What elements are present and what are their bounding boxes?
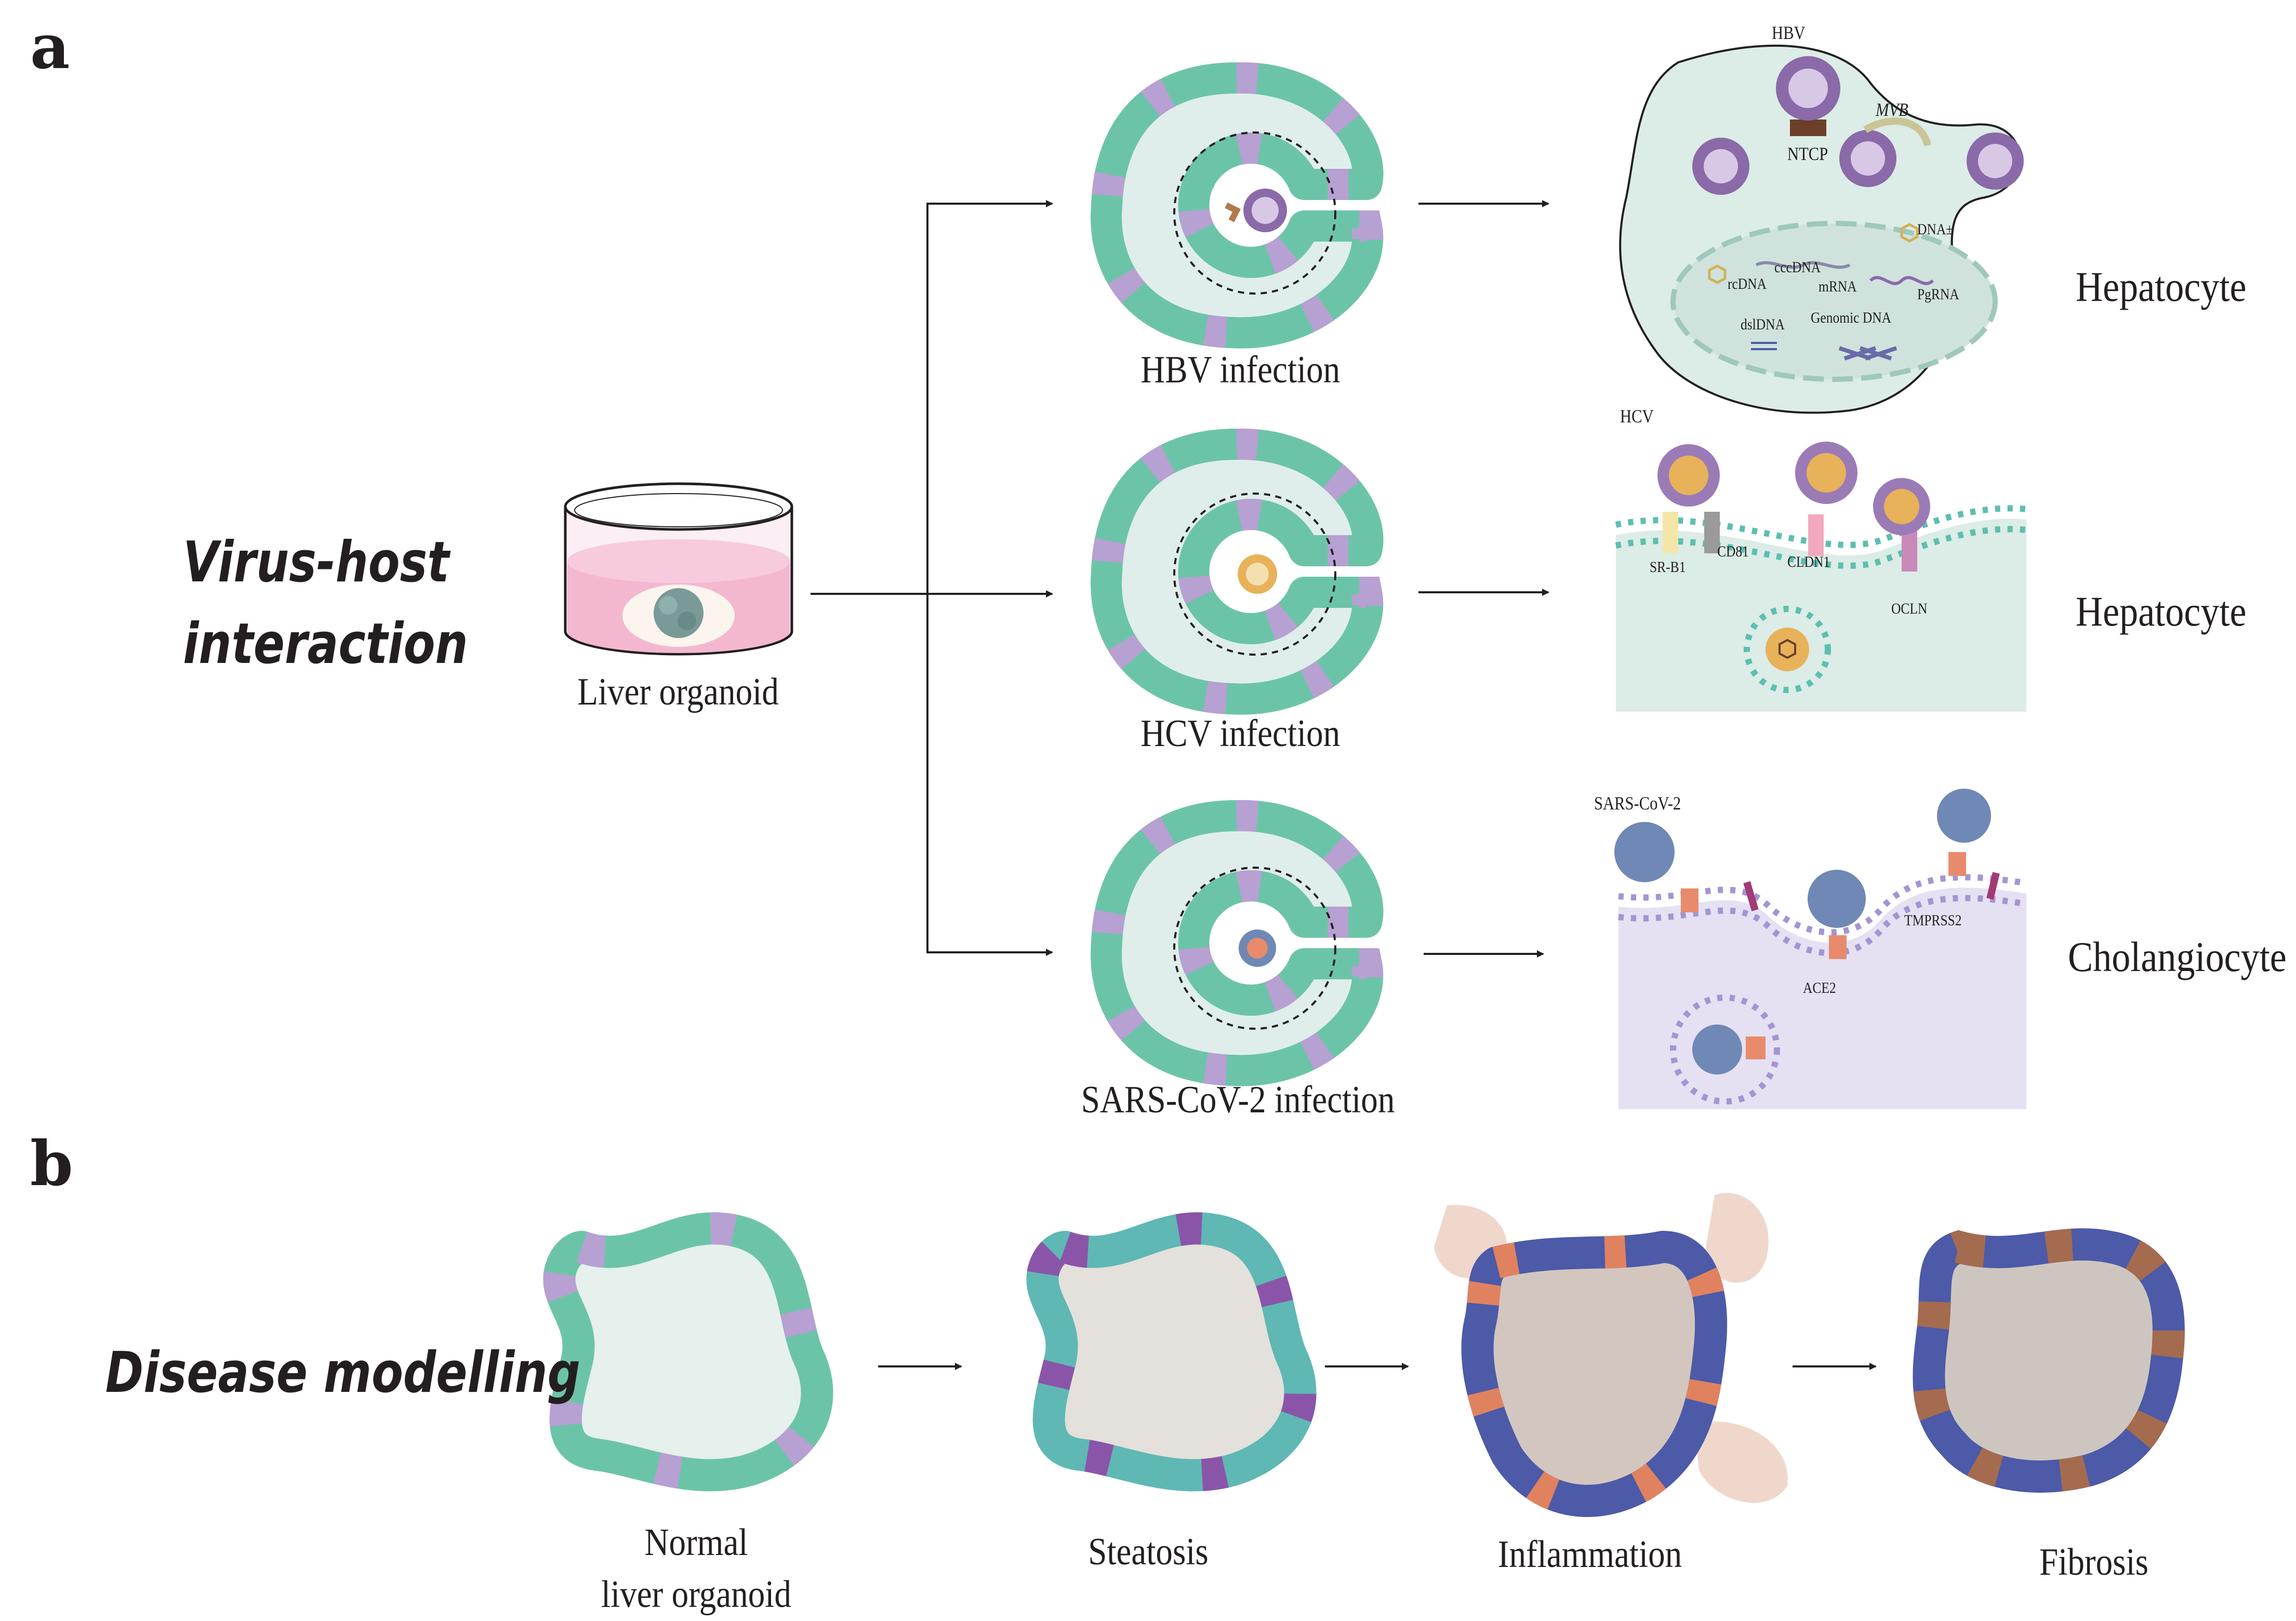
organoid-hcv xyxy=(1091,428,1384,715)
caption-sars-infection: SARS-CoV-2 infection xyxy=(1081,1079,1395,1121)
dna-pm-label: DNA± xyxy=(1917,221,1954,238)
cell-type-sars: Cholangiocyte xyxy=(2068,933,2287,980)
hbv-hepatocyte-diagram xyxy=(1619,44,2024,414)
dsldna-label: dslDNA xyxy=(1741,316,1785,333)
ace2-label: ACE2 xyxy=(1803,979,1836,996)
hbv-virus-label: HBV xyxy=(1772,22,1806,43)
theme-line-2: interaction xyxy=(183,611,468,676)
cldn1-label: CLDN1 xyxy=(1787,553,1830,570)
stage-normal-label: Normal liver organoid xyxy=(577,1517,815,1621)
caption-hbv-infection: HBV infection xyxy=(1140,349,1341,391)
stage-inflammation-label: Inflammation xyxy=(1497,1533,1682,1576)
ntcp-label: NTCP xyxy=(1787,143,1828,164)
sars-cholangiocyte-diagram xyxy=(1614,789,2027,1109)
pgrna-label: PgRNA xyxy=(1917,286,1959,303)
ocln-label: OCLN xyxy=(1891,600,1928,617)
cd81-label: CD81 xyxy=(1717,543,1749,560)
cccdna-label: cccDNA xyxy=(1774,259,1821,276)
theme-virus-host: Virus-host interaction xyxy=(183,522,468,685)
stage-steatosis-label: Steatosis xyxy=(1088,1531,1209,1573)
sars-virus-label: SARS-CoV-2 xyxy=(1594,793,1681,814)
mrna-label: mRNA xyxy=(1819,278,1857,295)
sr-b1-label: SR-B1 xyxy=(1650,559,1686,576)
organoid-normal xyxy=(543,1212,833,1492)
cell-type-hcv: Hepatocyte xyxy=(2076,588,2247,635)
flow-arrows xyxy=(811,200,1549,958)
organoid-sars xyxy=(1091,800,1384,1086)
organoid-inflammation xyxy=(1434,1193,1788,1517)
panel-label-a: a xyxy=(30,10,70,83)
hcv-virus-label: HCV xyxy=(1620,406,1654,427)
theme-disease-modelling: Disease modelling xyxy=(105,1340,580,1405)
hcv-hepatocyte-diagram xyxy=(1615,442,2027,712)
cell-type-hbv: Hepatocyte xyxy=(2076,263,2247,310)
organoid-fibrosis xyxy=(1913,1228,2185,1493)
caption-hcv-infection: HCV infection xyxy=(1140,712,1341,755)
stage-fibrosis-label: Fibrosis xyxy=(2039,1541,2148,1584)
organoid-hbv xyxy=(1091,62,1384,349)
genomic-dna-label: Genomic DNA xyxy=(1811,309,1892,326)
rcdna-label: rcDNA xyxy=(1728,275,1767,293)
mvb-label: MVB xyxy=(1876,99,1908,120)
stage-normal-line-2: liver organoid xyxy=(601,1573,791,1616)
culture-dish-icon xyxy=(564,482,793,656)
theme-line-1: Virus-host xyxy=(183,530,449,595)
tmprss2-label: TMPRSS2 xyxy=(1904,912,1962,929)
panel-label-b: b xyxy=(30,1127,73,1200)
stage-normal-line-1: Normal xyxy=(644,1521,748,1564)
liver-organoid-label: Liver organoid xyxy=(577,671,779,713)
organoid-steatosis xyxy=(1026,1212,1317,1492)
